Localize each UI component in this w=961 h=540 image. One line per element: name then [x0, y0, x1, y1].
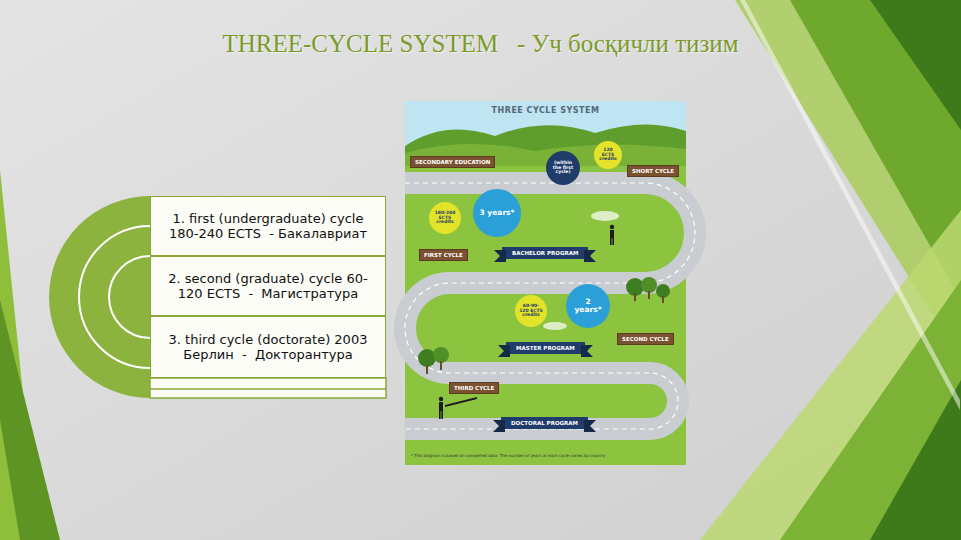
node-text: BACHELOR PROGRAM	[512, 250, 578, 256]
node-text: 1. first (undergraduate) cycle 180-240 E…	[159, 211, 377, 241]
node-text: MASTER PROGRAM	[516, 345, 575, 351]
program-banner: MASTER PROGRAM	[506, 342, 585, 354]
node-text: 120 ECTS credits	[598, 148, 619, 163]
node-text: SHORT CYCLE	[632, 168, 674, 174]
node-text: FIRST CYCLE	[424, 252, 463, 258]
poster-panel: THREE CYCLE SYSTEM SECONDARY EDUCATION (wi…	[405, 101, 686, 465]
cycle-box: 3. third cycle (doctorate) 2003 Берлин -…	[150, 316, 386, 378]
poster-heading: THREE CYCLE SYSTEM	[405, 106, 686, 115]
signpost: FIRST CYCLE	[419, 249, 468, 261]
info-circle: 2 years*	[566, 284, 610, 328]
info-circle: 180-240 ECTS credits	[429, 202, 461, 234]
node-text: 180-240 ECTS credits	[433, 211, 457, 226]
signpost: SHORT CYCLE	[627, 165, 679, 177]
node-text: 60-90-120 ECTS credits	[519, 304, 543, 319]
node-text: THIRD CYCLE	[454, 385, 494, 391]
slide-title: THREE-CYCLE SYSTEM - Уч босқичли тизим	[0, 30, 961, 58]
node-text: 3 years*	[480, 209, 515, 217]
info-circle: (within the first cycle)	[546, 151, 580, 185]
cycle-box: 1. first (undergraduate) cycle 180-240 E…	[150, 196, 386, 256]
program-banner: DOCTORAL PROGRAM	[501, 417, 588, 429]
node-text: (within the first cycle)	[550, 161, 576, 176]
signpost: SECONDARY EDUCATION	[410, 156, 495, 168]
node-text: 2. second (graduate) cycle 60-120 ECTS -…	[159, 271, 377, 301]
cycle-box: 2. second (graduate) cycle 60-120 ECTS -…	[150, 256, 386, 316]
footnote: * This diagram is based on completed dat…	[411, 453, 605, 458]
node-text: 3. third cycle (doctorate) 2003 Берлин -…	[159, 332, 377, 362]
signpost: THIRD CYCLE	[449, 382, 499, 394]
program-banner: BACHELOR PROGRAM	[502, 247, 588, 259]
info-circle: 3 years*	[473, 189, 521, 237]
node-text: 2 years*	[571, 298, 605, 315]
info-circle: 60-90-120 ECTS credits	[515, 295, 547, 327]
node-text: SECOND CYCLE	[622, 336, 669, 342]
node-text: SECONDARY EDUCATION	[415, 159, 490, 165]
signpost: SECOND CYCLE	[617, 333, 674, 345]
info-circle: 120 ECTS credits	[594, 141, 622, 169]
node-text: DOCTORAL PROGRAM	[511, 420, 578, 426]
